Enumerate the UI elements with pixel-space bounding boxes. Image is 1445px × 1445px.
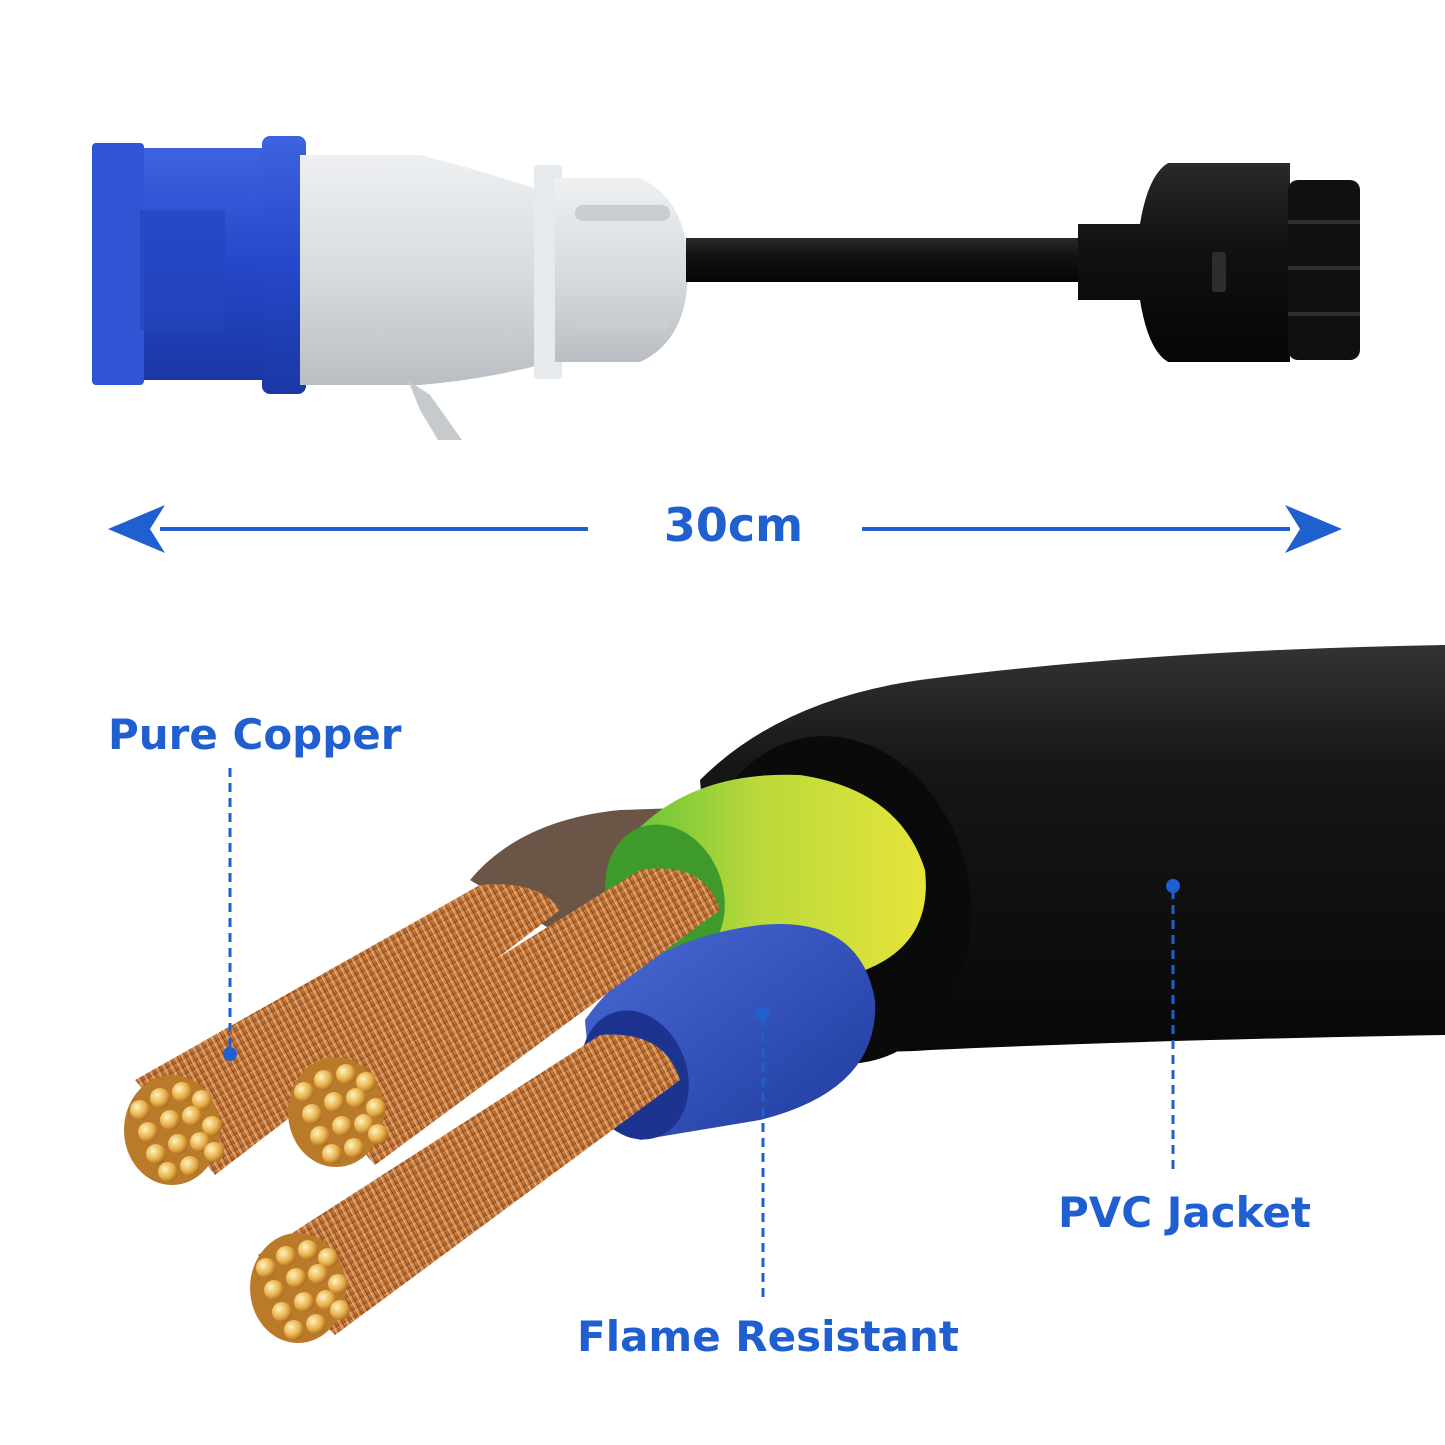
blue-plug-ring xyxy=(262,136,306,394)
callout-dot-icon xyxy=(223,1047,237,1061)
grey-plug-sleeve xyxy=(300,155,540,385)
arrow-left-icon xyxy=(108,505,165,553)
length-label: 30cm xyxy=(663,498,804,552)
pvc-jacket-label: PVC Jacket xyxy=(1058,1188,1311,1237)
black-connector xyxy=(1078,163,1290,362)
copper-bundle-lower xyxy=(258,1034,680,1335)
pure-copper-label: Pure Copper xyxy=(108,710,402,759)
copper-ends-upper-right xyxy=(288,1057,388,1167)
copper-bundle-upper-left xyxy=(135,884,560,1175)
copper-ends-lower xyxy=(250,1233,350,1343)
copper-bundle-upper-right xyxy=(300,868,720,1165)
cable-cross-section xyxy=(124,645,1445,1343)
adapter-cable xyxy=(92,136,1360,440)
arrow-right-icon xyxy=(1285,505,1342,553)
callout-dot-icon xyxy=(1166,879,1180,893)
callout-leaders xyxy=(223,768,1180,1300)
short-cable xyxy=(686,238,1086,282)
copper-ends-upper-left xyxy=(124,1075,224,1185)
flame-resistant-label: Flame Resistant xyxy=(577,1312,959,1361)
callout-dot-icon xyxy=(756,1007,770,1021)
dimension-arrows xyxy=(108,505,1342,553)
